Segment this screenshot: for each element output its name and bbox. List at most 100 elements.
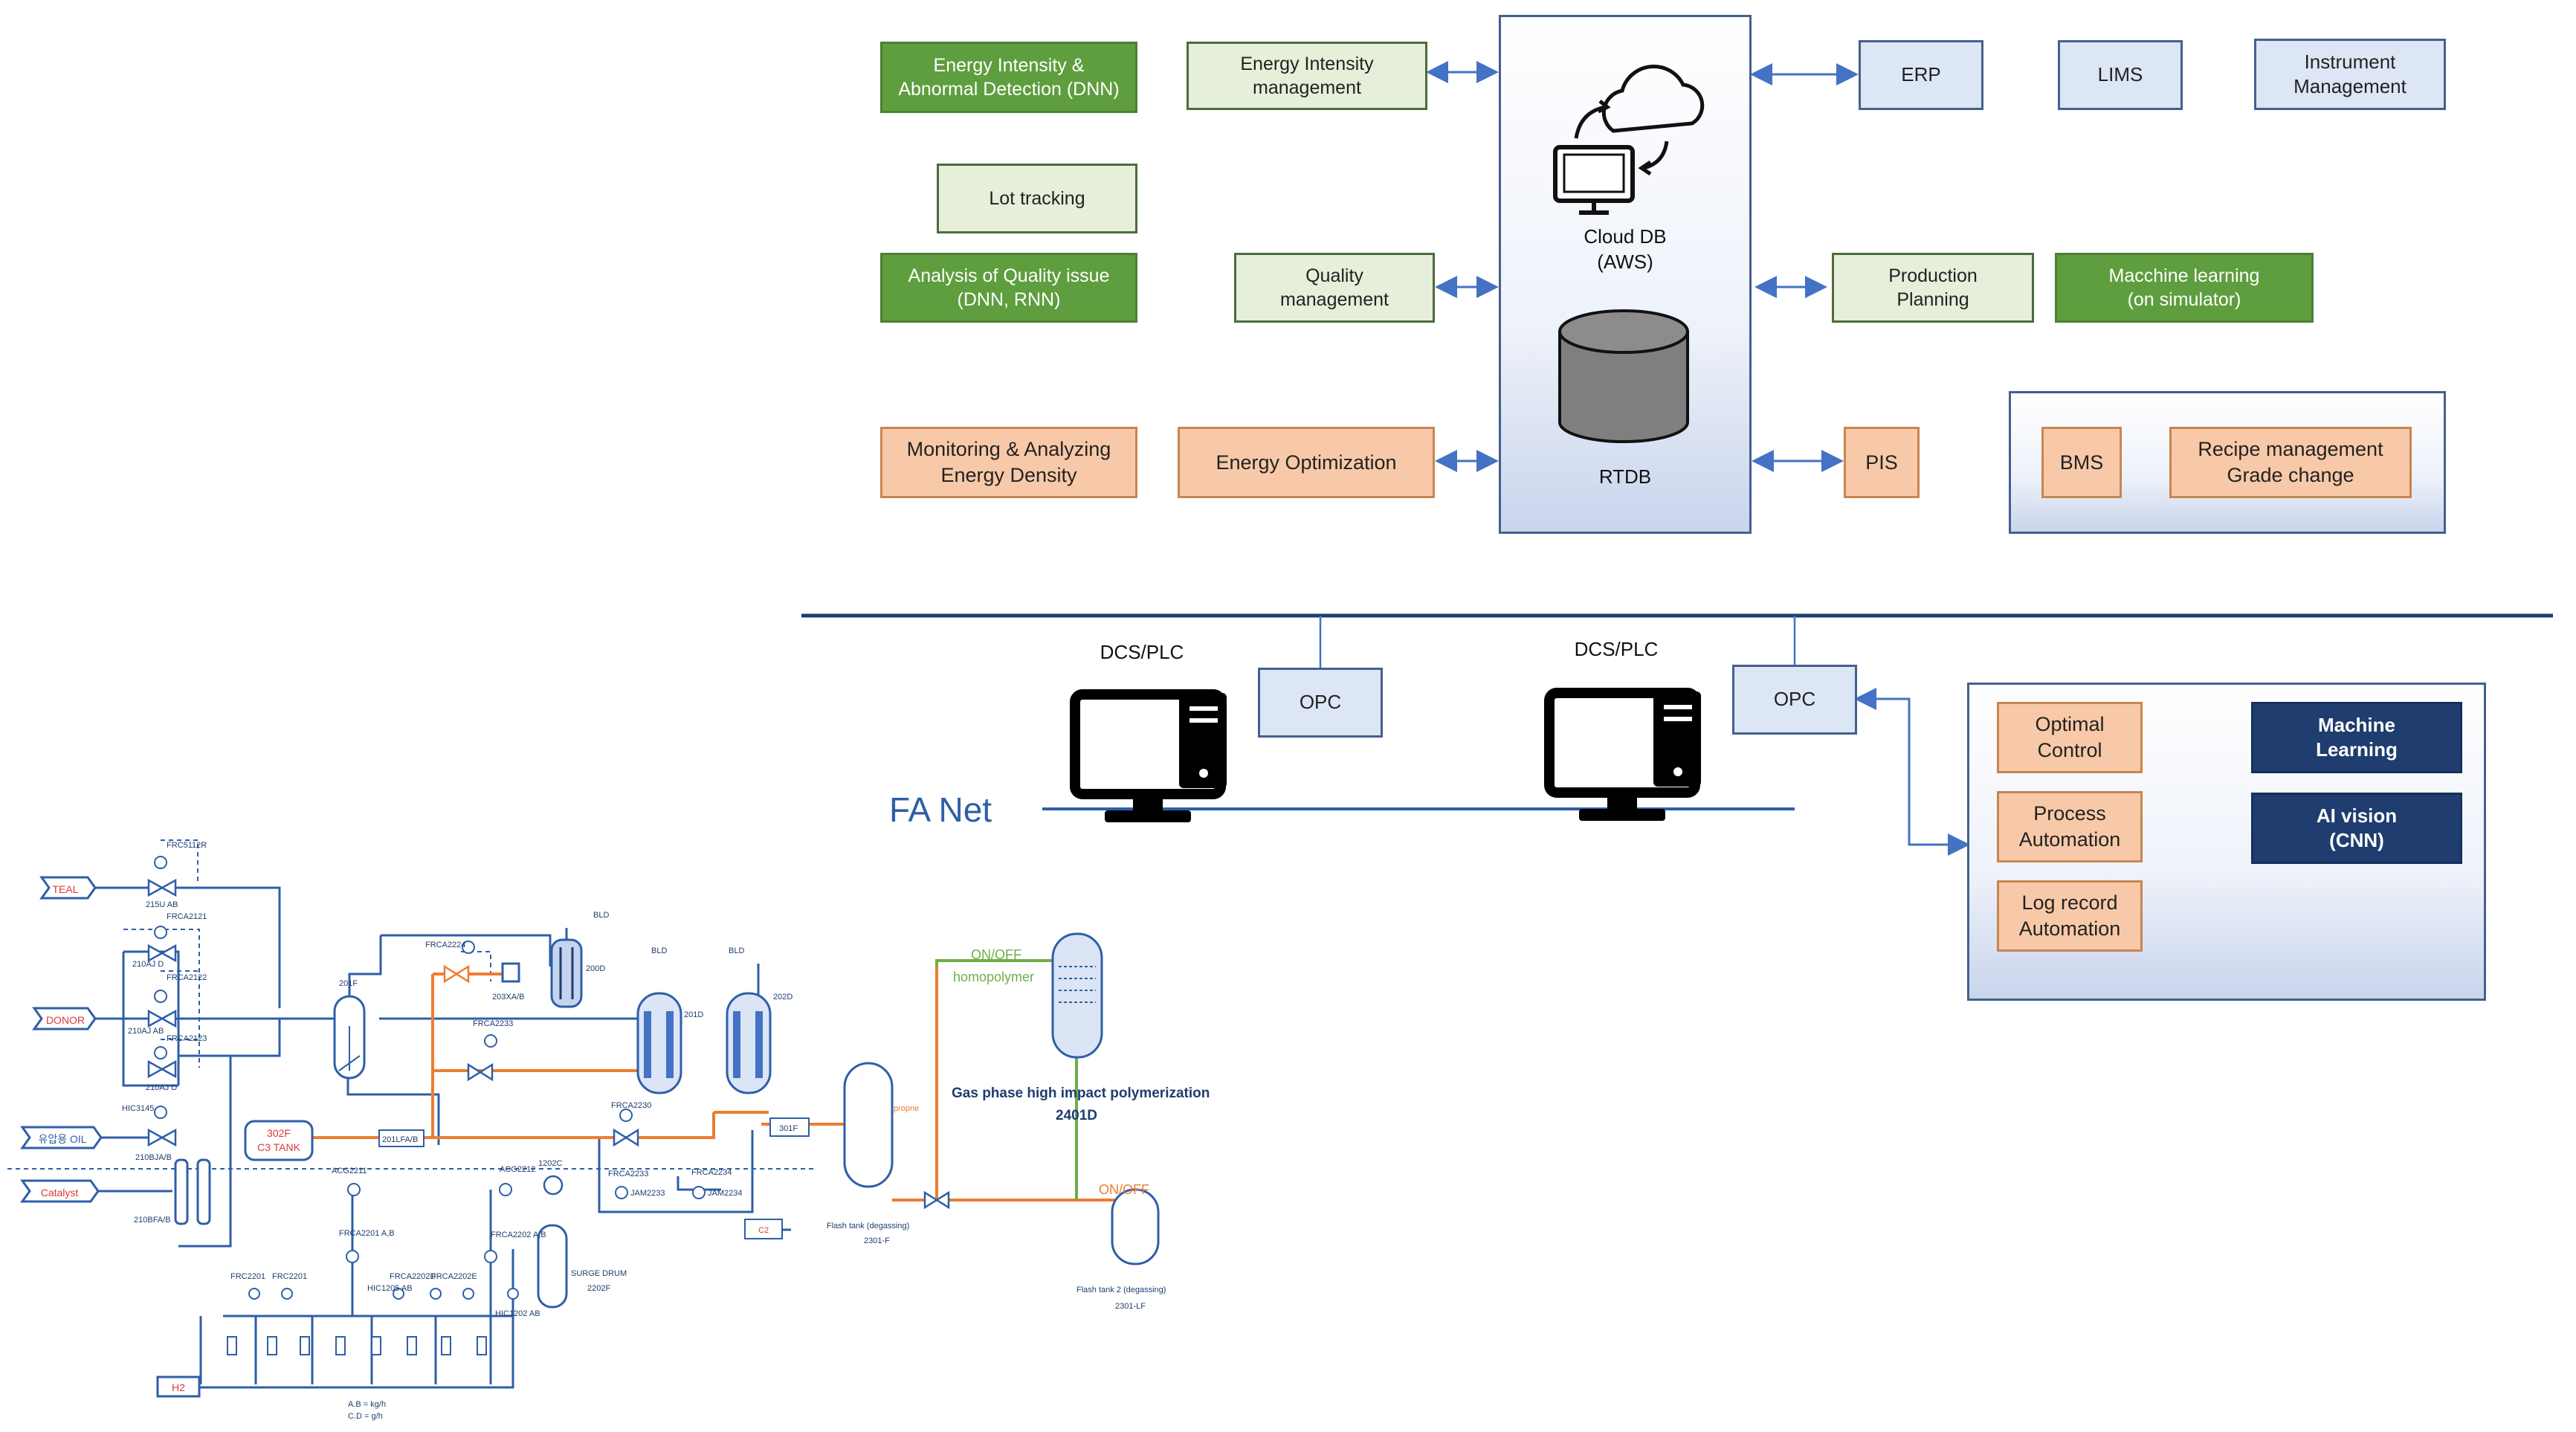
pid-tag-210aj-d1: 210AJ D xyxy=(132,960,164,969)
pid-tag-jam2233: JAM2233 xyxy=(630,1189,665,1198)
pid-tag-hic1202: HIC1202 AB xyxy=(495,1309,540,1318)
computer-icon-2 xyxy=(1544,688,1701,821)
production-planning-box[interactable]: Production Planning xyxy=(1832,253,2034,323)
pid-feed-catalyst: Catalyst xyxy=(20,1179,100,1203)
pid-tag-propne: propne xyxy=(894,1104,919,1113)
pid-tag-frca2201: FRCA2201 A,B xyxy=(339,1229,395,1238)
quality-management-label: Quality management xyxy=(1280,265,1389,310)
pid-tag-flash-tank-1: Flash tank (degassing) xyxy=(827,1222,909,1231)
pid-tag-frc2201b: FRC2201 xyxy=(272,1272,307,1281)
opc-box-2[interactable]: OPC xyxy=(1732,665,1857,735)
optimal-control-box[interactable]: Optimal Control xyxy=(1997,702,2143,773)
pid-tag-frca2233a: FRCA2233 xyxy=(473,1019,513,1028)
pid-feed-teal: TEAL xyxy=(39,876,97,900)
pid-tag-frca2224: FRCA2224 xyxy=(425,941,465,949)
pid-tag-210bfa: 210BFA/B xyxy=(134,1216,171,1225)
fa-net-label: FA Net xyxy=(889,790,992,829)
opc-label-2: OPC xyxy=(1773,688,1816,711)
optimal-control-label: Optimal Control xyxy=(2035,713,2105,761)
arrow-opc2-ai-panel xyxy=(1854,688,1970,856)
pid-gas-phase-tag: 2401D xyxy=(1056,1108,1097,1123)
pid-feed-oil: 유압용 OIL xyxy=(20,1126,103,1149)
instrument-management-box[interactable]: Instrument Management xyxy=(2254,39,2446,110)
bms-box[interactable]: BMS xyxy=(2041,427,2122,498)
pid-tag-201d: 201D xyxy=(684,1010,703,1019)
pid-feed-catalyst-text: Catalyst xyxy=(41,1187,79,1199)
opc-box-1[interactable]: OPC xyxy=(1258,668,1383,738)
pid-on-off-bottom: ON/OFF xyxy=(1099,1182,1149,1197)
energy-intensity-management-box[interactable]: Energy Intensity management xyxy=(1187,42,1427,110)
lims-box[interactable]: LIMS xyxy=(2058,40,2183,110)
pid-tag-jam2234: JAM2234 xyxy=(708,1189,742,1198)
pid-feed-oil-text: 유압용 OIL xyxy=(38,1133,86,1145)
pid-tag-302f: 302F xyxy=(267,1127,291,1139)
pid-tag-301f: 301F xyxy=(779,1124,798,1133)
pid-tag-hic3145: HIC3145 xyxy=(122,1104,154,1113)
machine-learning-sim-label: Macchine learning (on simulator) xyxy=(2108,265,2260,310)
pid-homopolymer: homopolymer xyxy=(953,970,1034,984)
log-record-automation-box[interactable]: Log record Automation xyxy=(1997,880,2143,952)
pid-gas-phase-title: Gas phase high impact polymerization xyxy=(952,1086,1210,1101)
pid-on-off-top: ON/OFF xyxy=(971,947,1021,962)
pid-tag-200d: 200D xyxy=(586,964,605,973)
lot-tracking-box[interactable]: Lot tracking xyxy=(937,164,1137,233)
pid-tag-202d: 202D xyxy=(773,993,793,1002)
machine-learning-sim-box[interactable]: Macchine learning (on simulator) xyxy=(2055,253,2314,323)
pis-box[interactable]: PIS xyxy=(1844,427,1920,498)
pid-tag-frc2201a: FRC2201 xyxy=(230,1272,265,1281)
bms-label: BMS xyxy=(2059,451,2104,474)
pid-tag-2202f: 2202F xyxy=(587,1284,610,1293)
process-automation-box[interactable]: Process Automation xyxy=(1997,791,2143,862)
pid-tag-bld3: BLD xyxy=(729,946,744,955)
machine-learning-box[interactable]: Machine Learning xyxy=(2251,702,2462,773)
pid-tag-flash-tank-2: Flash tank 2 (degassing) xyxy=(1076,1286,1166,1294)
cloud-db-label: Cloud DB (AWS) xyxy=(1584,225,1667,273)
pid-tag-210aj-ab: 210AJ AB xyxy=(128,1027,164,1036)
process-automation-label: Process Automation xyxy=(2018,802,2121,851)
recipe-management-label: Recipe management Grade change xyxy=(2198,438,2383,486)
energy-intensity-detection-label: Energy Intensity & Abnormal Detection (D… xyxy=(898,55,1120,100)
computer-icon-1 xyxy=(1070,689,1228,822)
pid-tag-frca2202: FRCA2202 A,B xyxy=(491,1231,546,1239)
lot-tracking-label: Lot tracking xyxy=(989,188,1085,209)
pid-tag-201f: 201F xyxy=(339,979,358,988)
rtdb-label: RTDB xyxy=(1598,465,1652,488)
pid-feed-h2: H2 xyxy=(156,1375,201,1398)
pid-tag-cd-unit: C.D = g/h xyxy=(348,1412,383,1421)
energy-optimization-label: Energy Optimization xyxy=(1216,451,1397,474)
erp-box[interactable]: ERP xyxy=(1859,40,1983,110)
pid-tag-1202c: 1202C xyxy=(538,1159,562,1168)
dcs-plc-label-2: DCS/PLC xyxy=(1574,638,1659,660)
pis-label: PIS xyxy=(1865,451,1898,474)
ai-vision-box[interactable]: AI vision (CNN) xyxy=(2251,793,2462,864)
pid-tag-c3-tank: C3 TANK xyxy=(257,1141,300,1153)
pid-feed-donor: DONOR xyxy=(32,1007,97,1031)
pid-feed-donor-text: DONOR xyxy=(46,1014,85,1026)
energy-intensity-detection-box[interactable]: Energy Intensity & Abnormal Detection (D… xyxy=(880,42,1137,113)
pid-tag-203xa: 203XA/B xyxy=(492,993,524,1002)
pid-tag-frca2202d: FRCA2202D xyxy=(390,1272,436,1281)
pid-tag-acg2211: ACG2211 xyxy=(332,1167,367,1175)
energy-optimization-box[interactable]: Energy Optimization xyxy=(1178,427,1435,498)
log-record-automation-label: Log record Automation xyxy=(2018,891,2121,940)
pid-tag-acg2212: ACG2212 xyxy=(500,1165,535,1174)
pid-tag-2301lf: 2301-LF xyxy=(1115,1302,1146,1311)
pid-tag-frca2123: FRCA2123 xyxy=(167,1034,207,1043)
pid-tag-201lfa: 201LFA/B xyxy=(382,1135,418,1144)
ai-vision-label: AI vision (CNN) xyxy=(2316,804,2398,851)
pid-tag-ab-unit: A.B = kg/h xyxy=(348,1400,386,1409)
pid-tag-frca2233b: FRCA2233 xyxy=(608,1170,648,1178)
monitoring-energy-box[interactable]: Monitoring & Analyzing Energy Density xyxy=(880,427,1137,498)
opc-label-1: OPC xyxy=(1299,691,1342,714)
energy-intensity-management-label: Energy Intensity management xyxy=(1240,54,1374,98)
recipe-management-box[interactable]: Recipe management Grade change xyxy=(2169,427,2412,498)
pid-tag-2301f: 2301-F xyxy=(864,1236,890,1245)
analysis-quality-box[interactable]: Analysis of Quality issue (DNN, RNN) xyxy=(880,253,1137,323)
production-planning-label: Production Planning xyxy=(1888,265,1978,310)
lims-label: LIMS xyxy=(2097,63,2143,86)
pid-feed-teal-text: TEAL xyxy=(52,883,78,895)
instrument-management-label: Instrument Management xyxy=(2293,50,2406,97)
pid-tag-215u: 215U AB xyxy=(146,900,178,909)
quality-management-box[interactable]: Quality management xyxy=(1234,253,1435,323)
